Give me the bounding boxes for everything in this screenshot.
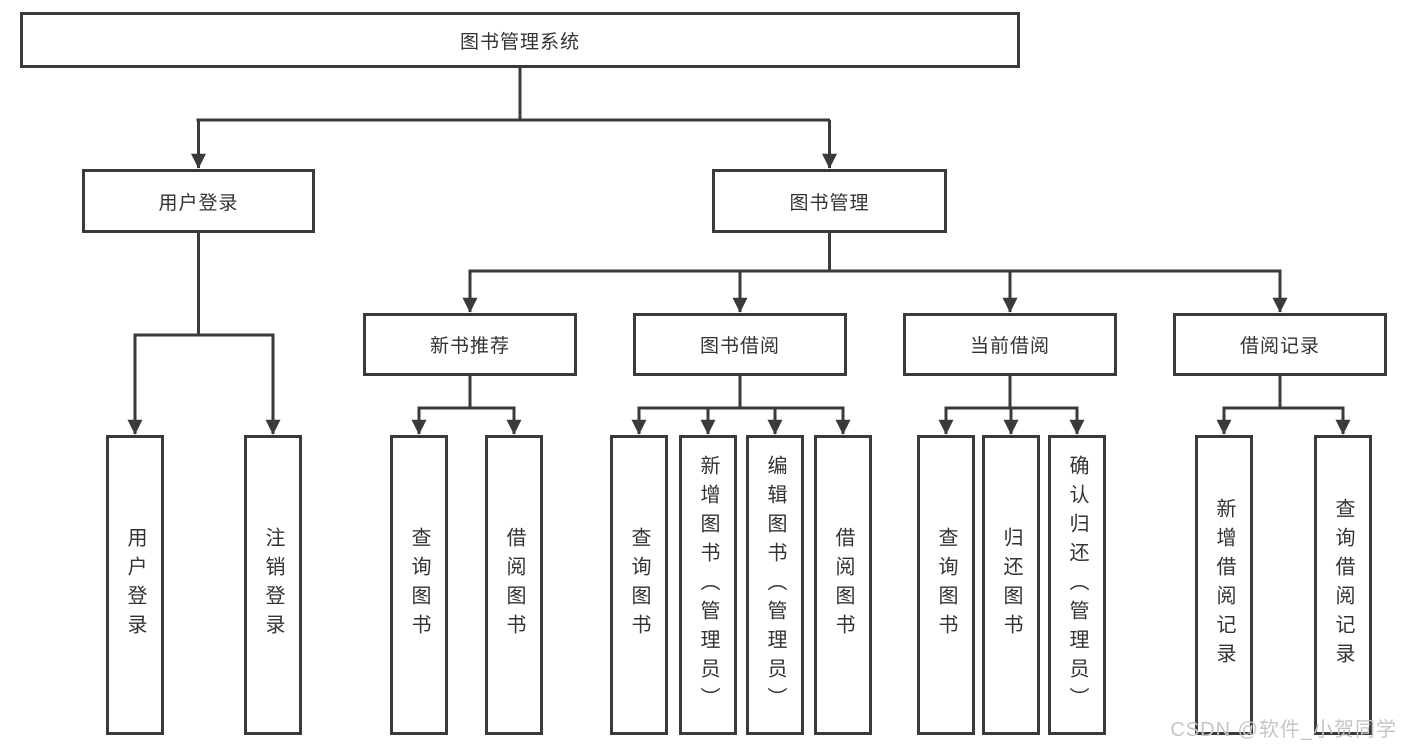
connector-borrowing-records-to-leaves — [1216, 376, 1351, 435]
node-label: 用户登录 — [158, 192, 239, 214]
node-new-book-recommend: 新书推荐 — [363, 313, 577, 376]
node-label: 查询图书 — [935, 527, 957, 643]
node-logout: 注销登录 — [244, 435, 302, 735]
node-label: 查询图书 — [408, 527, 430, 643]
node-book-management-system: 图书管理系统 — [20, 12, 1020, 68]
node-label: 用户登录 — [124, 527, 146, 643]
node-query-books-borrowing: 查询图书 — [610, 435, 668, 735]
node-label: 编辑图书（管理员） — [764, 454, 786, 716]
node-label: 归还图书 — [1000, 527, 1022, 643]
node-label: 查询借阅记录 — [1332, 498, 1354, 672]
connector-book-management-to-level3 — [462, 233, 1288, 313]
node-borrow-books-recommend: 借阅图书 — [485, 435, 543, 735]
node-current-borrowing: 当前借阅 — [903, 313, 1117, 376]
node-label: 当前借阅 — [969, 336, 1050, 357]
node-user-login: 用户登录 — [82, 169, 315, 233]
connector-current-borrowing-to-leaves — [938, 376, 1085, 435]
node-label: 新增图书（管理员） — [697, 454, 719, 716]
node-label: 查询图书 — [628, 527, 650, 643]
node-label: 借阅图书 — [832, 527, 854, 643]
node-query-books-current: 查询图书 — [917, 435, 975, 735]
node-label: 确认归还（管理员） — [1066, 454, 1088, 716]
node-label: 图书借阅 — [699, 336, 780, 357]
connector-new-book-recommend-to-leaves — [411, 376, 522, 435]
node-query-books-recommend: 查询图书 — [390, 435, 448, 735]
csdn-watermark: CSDN @软件_小贺同学 — [1170, 719, 1397, 741]
node-book-management: 图书管理 — [712, 169, 947, 233]
node-label: 图书管理 — [789, 192, 870, 214]
connector-book-borrowing-to-leaves — [631, 376, 851, 435]
node-label: 新书推荐 — [429, 336, 510, 357]
node-edit-book-admin: 编辑图书（管理员） — [746, 435, 804, 735]
node-book-borrowing: 图书借阅 — [633, 313, 847, 376]
connector-root-to-level2 — [191, 68, 837, 169]
node-return-books: 归还图书 — [982, 435, 1040, 735]
node-confirm-return-admin: 确认归还（管理员） — [1048, 435, 1106, 735]
node-query-borrow-record: 查询借阅记录 — [1314, 435, 1372, 735]
node-add-book-admin: 新增图书（管理员） — [679, 435, 737, 735]
node-add-borrow-record: 新增借阅记录 — [1195, 435, 1253, 735]
connector-user-login-to-leaves — [127, 233, 281, 435]
node-label: 图书管理系统 — [459, 31, 580, 53]
node-label: 新增借阅记录 — [1213, 498, 1235, 672]
node-label: 注销登录 — [262, 527, 284, 643]
node-borrowing-records: 借阅记录 — [1173, 313, 1387, 376]
node-borrow-books: 借阅图书 — [814, 435, 872, 735]
node-user-login-leaf: 用户登录 — [106, 435, 164, 735]
node-label: 借阅记录 — [1239, 336, 1320, 357]
node-label: 借阅图书 — [503, 527, 525, 643]
